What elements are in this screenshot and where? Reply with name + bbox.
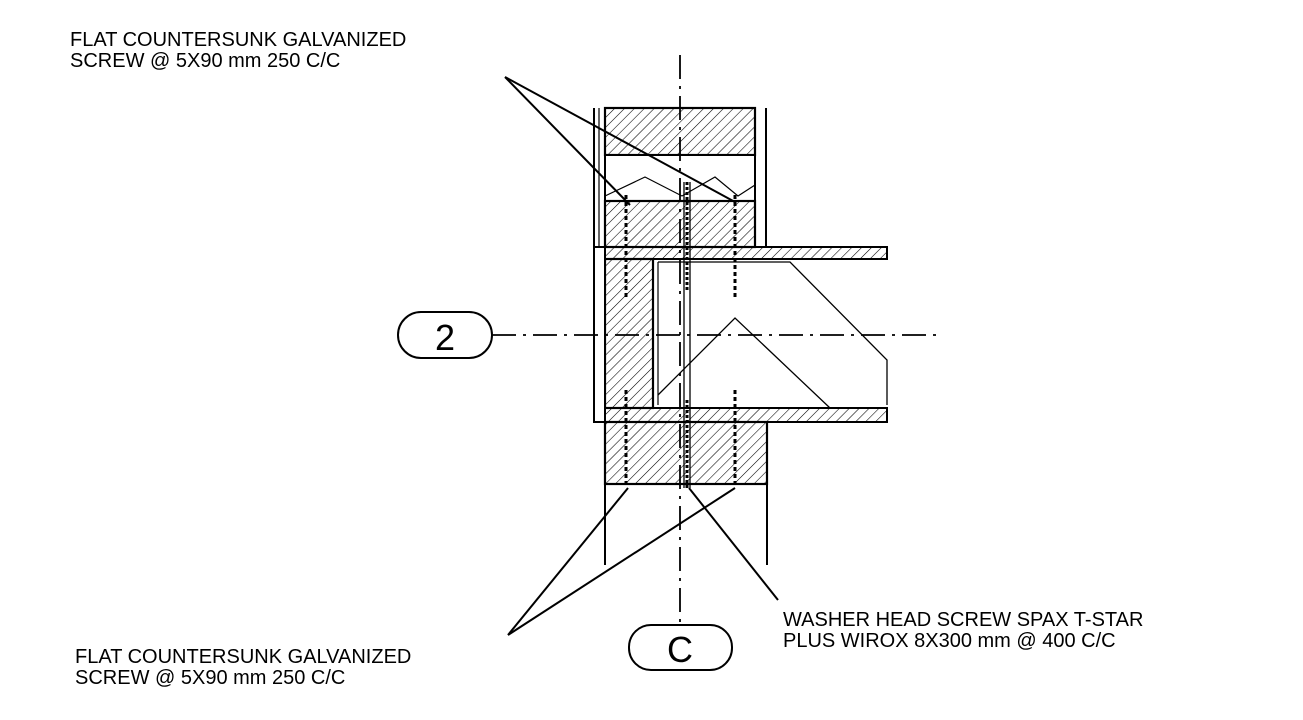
floor-top-board: [604, 246, 888, 260]
annotation-bottom-left-line2: SCREW @ 5X90 mm 250 C/C: [75, 667, 346, 689]
annotation-bottom-right: WASHER HEAD SCREW SPAX T-STAR PLUS WIROX…: [783, 610, 1143, 652]
annotation-bottom-right-line2: PLUS WIROX 8X300 mm @ 400 C/C: [783, 630, 1116, 652]
grid-marker-column-label: C: [667, 629, 693, 670]
floor-bottom-board: [604, 407, 888, 423]
leader-lines-top: [504, 76, 736, 206]
annotation-top-left: FLAT COUNTERSUNK GALVANIZED SCREW @ 5X90…: [70, 30, 406, 72]
floor-rim-board: [603, 257, 655, 410]
grid-marker-row: 2: [397, 311, 493, 359]
grid-marker-row-label: 2: [435, 317, 455, 358]
grid-marker-column: C: [628, 624, 733, 671]
lower-wall-sheathing: [604, 484, 768, 565]
annotation-bottom-left: FLAT COUNTERSUNK GALVANIZED SCREW @ 5X90…: [75, 647, 411, 689]
leader-line-bottom-right: [688, 487, 779, 601]
floor-cavity-insulation: [652, 261, 888, 409]
annotation-top-left-line2: SCREW @ 5X90 mm 250 C/C: [70, 50, 341, 72]
leader-lines-bottom-left: [507, 487, 736, 636]
annotation-bottom-left-line1: FLAT COUNTERSUNK GALVANIZED: [75, 646, 412, 668]
short-screws: [624, 195, 737, 488]
annotation-top-left-line1: FLAT COUNTERSUNK GALVANIZED: [70, 29, 407, 51]
annotation-bottom-right-line1: WASHER HEAD SCREW SPAX T-STAR: [783, 609, 1144, 631]
